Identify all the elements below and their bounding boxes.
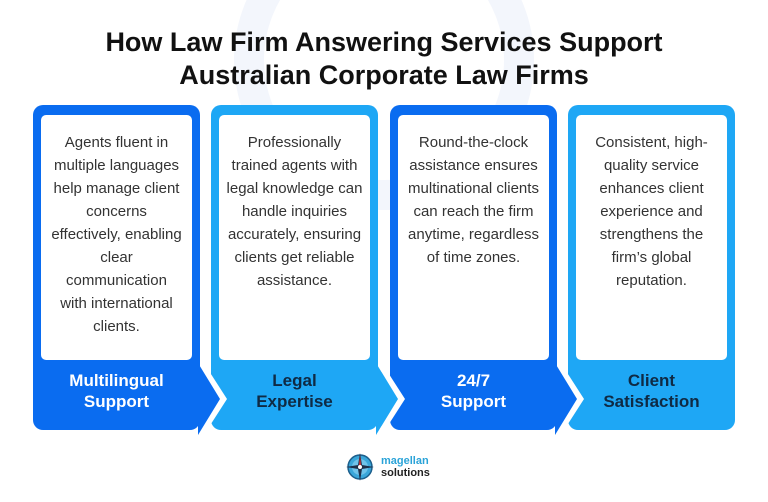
- card-multilingual-support: Agents fluent in multiple languages help…: [33, 105, 227, 441]
- card-description: Consistent, high-quality service enhance…: [576, 115, 727, 360]
- title-line-1: How Law Firm Answering Services Support: [105, 27, 663, 57]
- logo-text-magellan: magellan: [381, 455, 429, 467]
- card-description: Professionally trained agents with legal…: [219, 115, 370, 360]
- logo-text-solutions: solutions: [381, 467, 430, 479]
- card-legal-expertise: Professionally trained agents with legal…: [211, 105, 405, 441]
- card-client-satisfaction: Consistent, high-quality service enhance…: [568, 105, 735, 430]
- compass-icon: [346, 453, 374, 481]
- title-line-2: Australian Corporate Law Firms: [179, 60, 589, 90]
- arrow-right-icon: [376, 363, 398, 435]
- arrow-right-icon: [198, 363, 220, 435]
- arrow-right-icon: [555, 363, 577, 435]
- card-24-7-support: Round-the-clock assistance ensures multi…: [390, 105, 584, 441]
- card-description: Round-the-clock assistance ensures multi…: [398, 115, 549, 360]
- card-description: Agents fluent in multiple languages help…: [41, 115, 192, 360]
